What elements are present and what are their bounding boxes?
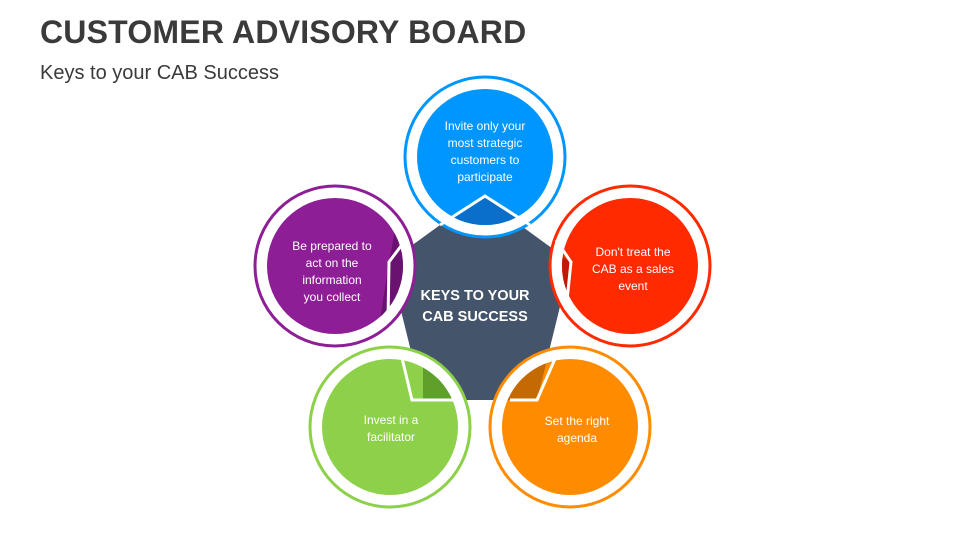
- node-label-line: most strategic: [447, 136, 523, 150]
- node-label-line: Set the right: [544, 414, 610, 428]
- node-label-not-sales-event: Don't treat the CAB as a sales event: [578, 244, 688, 295]
- node-notch-outline: [439, 194, 531, 227]
- node-label-line: facilitator: [366, 430, 416, 444]
- node-label-line: Be prepared to: [292, 239, 372, 253]
- node-label-facilitator: Invest in a facilitator: [336, 412, 446, 446]
- node-outer-ring: [548, 184, 712, 348]
- node-label-line: CAB as a sales: [591, 262, 675, 276]
- center-pentagon: [389, 196, 571, 400]
- node-outer-ring: [253, 184, 417, 348]
- center-label-line: CAB SUCCESS: [422, 309, 528, 325]
- node-label-line: you collect: [303, 290, 361, 304]
- node-label-line: act on the: [305, 256, 359, 270]
- slide-title: CUSTOMER ADVISORY BOARD: [40, 14, 527, 50]
- node-outer-ring: [403, 75, 567, 239]
- node-label-line: event: [618, 279, 648, 293]
- node-disc: [417, 89, 553, 225]
- node-label-line: information: [302, 273, 362, 287]
- slide-subtitle: Keys to your CAB Success: [40, 62, 279, 84]
- node-disc: [562, 198, 698, 334]
- node-act-on-information: [253, 184, 417, 348]
- node-wedge: [440, 196, 530, 225]
- node-wedge: [380, 230, 403, 320]
- node-label-line: agenda: [556, 431, 598, 445]
- node-notch-outline: [510, 351, 560, 402]
- node-facilitator: [308, 345, 472, 509]
- node-right-agenda: [488, 345, 652, 509]
- node-not-sales-event: [548, 184, 712, 348]
- node-label-line: Invest in a: [363, 413, 419, 427]
- center-label-line: KEYS TO YOUR: [420, 288, 530, 304]
- node-label-strategic-customers: Invite only your most strategic customer…: [430, 118, 540, 186]
- node-notch-outline: [400, 357, 462, 402]
- node-label-line: participate: [457, 170, 513, 184]
- node-notch-outline: [554, 239, 573, 311]
- node-disc: [267, 198, 403, 334]
- node-label-line: Don't treat the: [595, 245, 671, 259]
- node-label-line: Invite only your: [444, 119, 526, 133]
- node-outer-ring: [308, 345, 472, 509]
- center-label: KEYS TO YOUR CAB SUCCESS: [395, 286, 555, 328]
- node-outer-ring: [488, 345, 652, 509]
- node-label-right-agenda: Set the right agenda: [522, 413, 632, 447]
- node-strategic-customers: [403, 75, 567, 239]
- node-notch-outline: [386, 241, 406, 321]
- node-label-line: customers to: [450, 153, 520, 167]
- node-label-act-on-information: Be prepared to act on the information yo…: [277, 238, 387, 306]
